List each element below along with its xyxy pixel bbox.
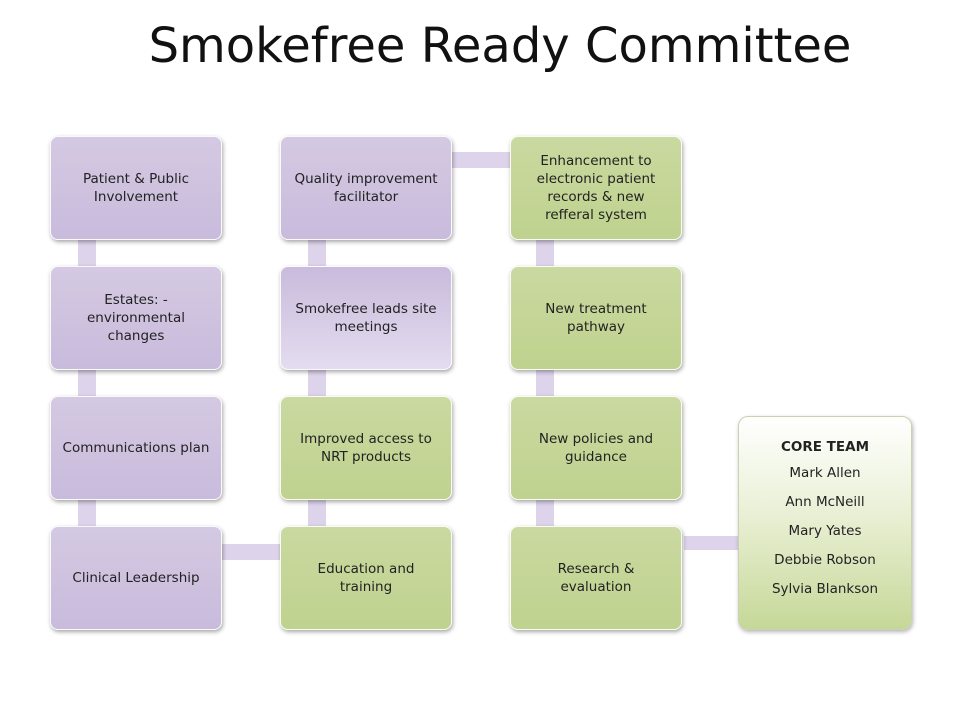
core-team-member: Ann McNeill [785,494,865,510]
box-label: New policies and guidance [538,430,654,465]
box-label: Enhancement to electronic patient record… [536,152,656,224]
box-clinical-leadership: Clinical Leadership [50,526,222,630]
box-estates: Estates: - environmental changes [50,266,222,370]
box-label: New treatment pathway [545,300,647,335]
connector-col3-to-core [684,536,740,550]
core-team-panel: CORE TEAM Mark Allen Ann McNeill Mary Ya… [738,416,912,630]
page-title: Smokefree Ready Committee [148,18,852,74]
box-research-evaluation: Research & evaluation [510,526,682,630]
connector-col1-to-col2 [222,544,280,560]
core-team-member: Mary Yates [788,523,862,539]
box-label: Clinical Leadership [72,569,200,586]
box-label: Research & evaluation [557,560,635,595]
box-label: Improved access to NRT products [300,430,432,465]
core-team-heading: CORE TEAM [780,439,869,455]
box-label: Quality improvement facilitator [294,170,438,205]
box-education-training: Education and training [280,526,452,630]
box-treatment-pathway: New treatment pathway [510,266,682,370]
box-label: Communications plan [62,439,210,456]
box-nrt-access: Improved access to NRT products [280,396,452,500]
box-patient-public-involvement: Patient & Public Involvement [50,136,222,240]
box-label: Smokefree leads site meetings [295,300,437,335]
core-team-member: Sylvia Blankson [771,581,879,597]
box-label: Patient & Public Involvement [82,170,190,205]
box-smokefree-leads: Smokefree leads site meetings [280,266,452,370]
box-label: Education and training [317,560,415,595]
box-label: Estates: - environmental changes [86,291,185,345]
box-policies-guidance: New policies and guidance [510,396,682,500]
connector-col2-to-col3 [452,152,510,168]
box-communications-plan: Communications plan [50,396,222,500]
box-quality-improvement: Quality improvement facilitator [280,136,452,240]
core-team-member: Debbie Robson [774,552,876,568]
box-electronic-records: Enhancement to electronic patient record… [510,136,682,240]
core-team-member: Mark Allen [789,465,861,481]
